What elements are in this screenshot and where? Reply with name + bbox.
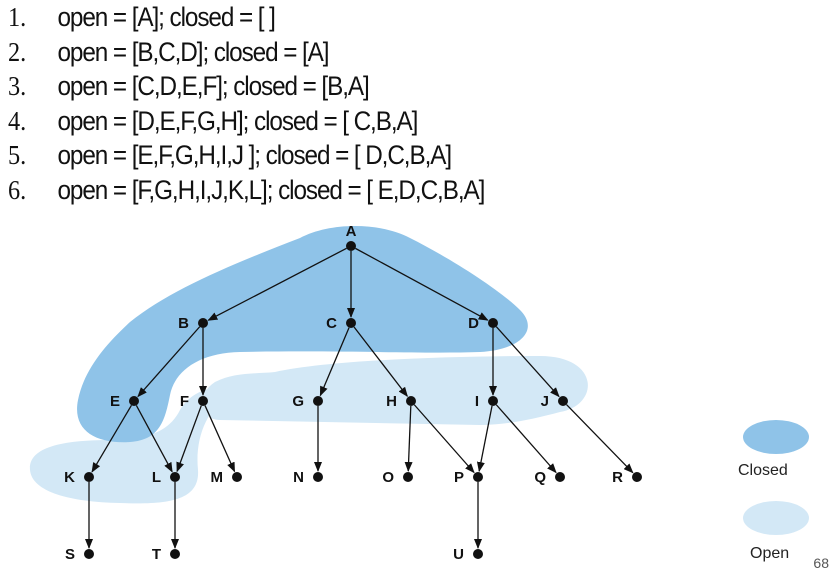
node-I-dot [488,396,498,406]
node-S-dot [84,549,94,559]
node-Q-dot [555,472,565,482]
node-S-label: S [65,546,75,563]
step-number: 1. [8,2,27,32]
step-number: 4. [8,105,27,136]
node-L-dot [170,472,180,482]
node-J-label: J [541,393,549,410]
step-text: open = [C,D,E,F]; closed = [B,A] [57,71,370,101]
step-number: 5. [8,140,27,170]
edge-H-P [413,404,475,474]
edge-F-M [204,405,236,473]
node-M-label: M [211,469,224,486]
edge-J-R [566,404,634,474]
node-C-dot [346,318,356,328]
edge-D-J [495,326,560,398]
search-steps-list: 1. open = [A]; closed = [ ] 2. open = [B,C… [8,2,537,209]
node-G-dot [313,396,323,406]
tree-edges [85,247,634,549]
node-K-dot [84,472,94,482]
page-number: 68 [813,555,829,571]
node-U-label: U [453,546,464,563]
node-P-label: P [454,469,464,486]
edge-E-L [135,405,173,473]
edge-A-B [207,247,347,321]
node-N-label: N [293,469,304,486]
legend-open-label: Open [750,545,789,562]
node-H-dot [406,396,416,406]
open-region [202,356,588,425]
edge-E-K [91,404,133,473]
step-5: 5. open = [E,F,G,H,I,J ]; closed = [ D,C,… [8,140,484,175]
node-R-dot [632,472,642,482]
step-2: 2. open = [B,C,D]; closed = [A] [8,37,484,72]
edge-I-Q [495,404,557,474]
legend-open-swatch [743,501,809,535]
node-F-label: F [180,393,189,410]
edge-B-E [137,326,201,398]
node-I-label: I [475,393,479,410]
node-G-label: G [292,393,304,410]
step-number: 6. [8,174,27,205]
step-text: open = [E,F,G,H,I,J ]; closed = [ D,C,B,… [57,140,453,170]
node-A-dot [346,241,356,251]
step-text: open = [D,E,F,G,H]; closed = [ C,B,A] [57,105,419,136]
step-text: open = [A]; closed = [ ] [57,2,276,32]
node-B-dot [198,318,208,328]
node-O-dot [403,472,413,482]
node-L-label: L [152,469,161,486]
node-U-dot [473,549,483,559]
node-T-label: T [152,546,161,563]
node-O-label: O [382,469,394,486]
step-1: 1. open = [A]; closed = [ ] [8,2,484,37]
node-B-label: B [178,315,189,332]
node-A-label: A [346,223,357,240]
node-K-label: K [64,469,75,486]
node-M-dot [232,472,242,482]
node-R-label: R [612,469,623,486]
node-E-dot [129,396,139,406]
edge-C-G [319,327,350,397]
step-4: 4. open = [D,E,F,G,H]; closed = [ C,B,A] [8,106,484,141]
node-C-label: C [326,315,337,332]
step-number: 2. [8,36,27,67]
node-D-dot [488,318,498,328]
node-Q-label: Q [534,469,546,486]
edge-I-P [476,405,493,473]
open-region-left [29,388,233,504]
node-N-dot [313,472,323,482]
node-J-dot [558,396,568,406]
node-H-label: H [386,393,397,410]
legend-closed-swatch [743,420,809,454]
node-D-label: D [468,315,479,332]
step-text: open = [B,C,D]; closed = [A] [57,36,330,67]
edge-A-D [355,247,489,321]
step-6: 6. open = [F,G,H,I,J,K,L]; closed = [ E,D… [8,174,486,210]
node-E-label: E [110,393,120,410]
node-P-dot [473,472,483,482]
node-F-dot [198,396,208,406]
node-T-dot [170,549,180,559]
edge-F-L [176,405,202,473]
step-text: open = [F,G,H,I,J,K,L]; closed = [ E,D,C… [57,174,486,205]
legend-closed-label: Closed [738,462,788,479]
edge-C-H [353,326,408,398]
tree-nodes: A B C D E F G H I J K L M N O P Q R S T U [64,223,642,563]
edge-H-O [404,405,413,473]
step-3: 3. open = [C,D,E,F]; closed = [B,A] [8,71,484,106]
step-number: 3. [8,71,27,101]
